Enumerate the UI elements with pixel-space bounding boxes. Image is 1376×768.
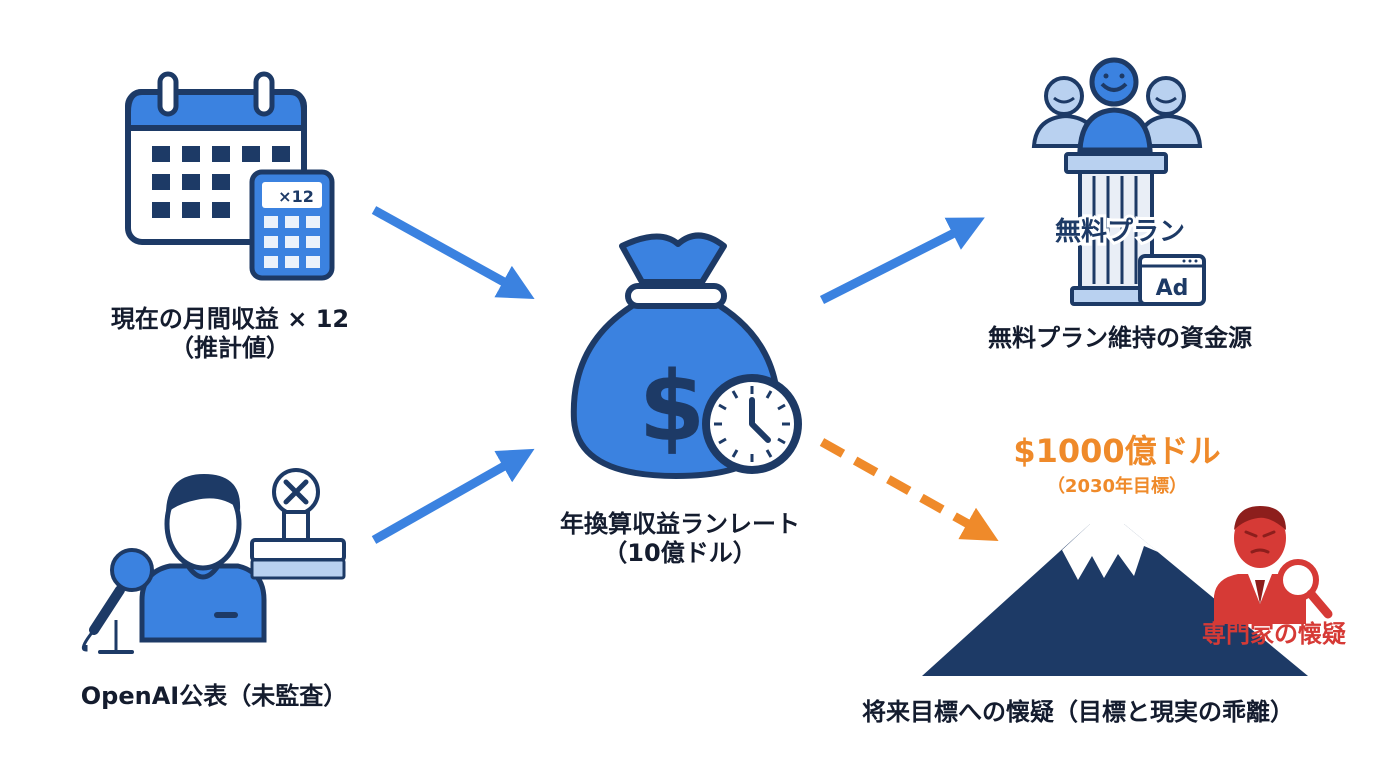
calendar-icon	[125, 71, 307, 245]
openai-announcement-label: OpenAI公表（未監査）	[80, 682, 348, 710]
target-amount-label: $1000億ドル	[1013, 432, 1221, 470]
monthly-revenue-line2: （推計値）	[170, 333, 290, 362]
monthly-revenue-line1: 現在の月間収益 × 12	[110, 305, 350, 333]
users-icon	[1031, 57, 1203, 153]
clock-icon	[702, 374, 802, 474]
person-microphone-icon	[81, 474, 267, 654]
stamp-icon	[250, 468, 346, 580]
calculator-icon	[249, 169, 335, 281]
monthly-revenue-label: 現在の月間収益 × 12 （推計値）	[68, 305, 392, 363]
future-target-doubt-caption: 将来目標への懐疑（目標と現実の乖離）	[862, 698, 1294, 726]
arrow-center-to-free-plan	[819, 217, 985, 305]
center-runrate-line2: （10億ドル）	[603, 538, 757, 567]
arrow-monthly-to-center	[371, 206, 535, 299]
svg-text:$: $	[639, 351, 706, 463]
free-plan-funding-label: 無料プラン維持の資金源	[988, 324, 1252, 352]
pillar-free-plan-text: 無料プラン	[1055, 217, 1185, 247]
ad-label: Ad	[1156, 276, 1189, 301]
arrow-center-to-target	[819, 438, 999, 542]
expert-skepticism-label: 専門家の懐疑	[1202, 620, 1346, 648]
mountain-icon	[922, 524, 1308, 676]
ad-window-icon	[1138, 254, 1206, 306]
arrow-openai-to-center	[371, 448, 535, 544]
target-year-label: （2030年目標）	[1046, 476, 1188, 497]
center-runrate-label: 年換算収益ランレート （10億ドル）	[520, 510, 840, 568]
expert-magnifier-icon	[1214, 506, 1333, 624]
calculator-label: ×12	[278, 187, 314, 206]
center-runrate-line1: 年換算収益ランレート	[560, 510, 800, 538]
